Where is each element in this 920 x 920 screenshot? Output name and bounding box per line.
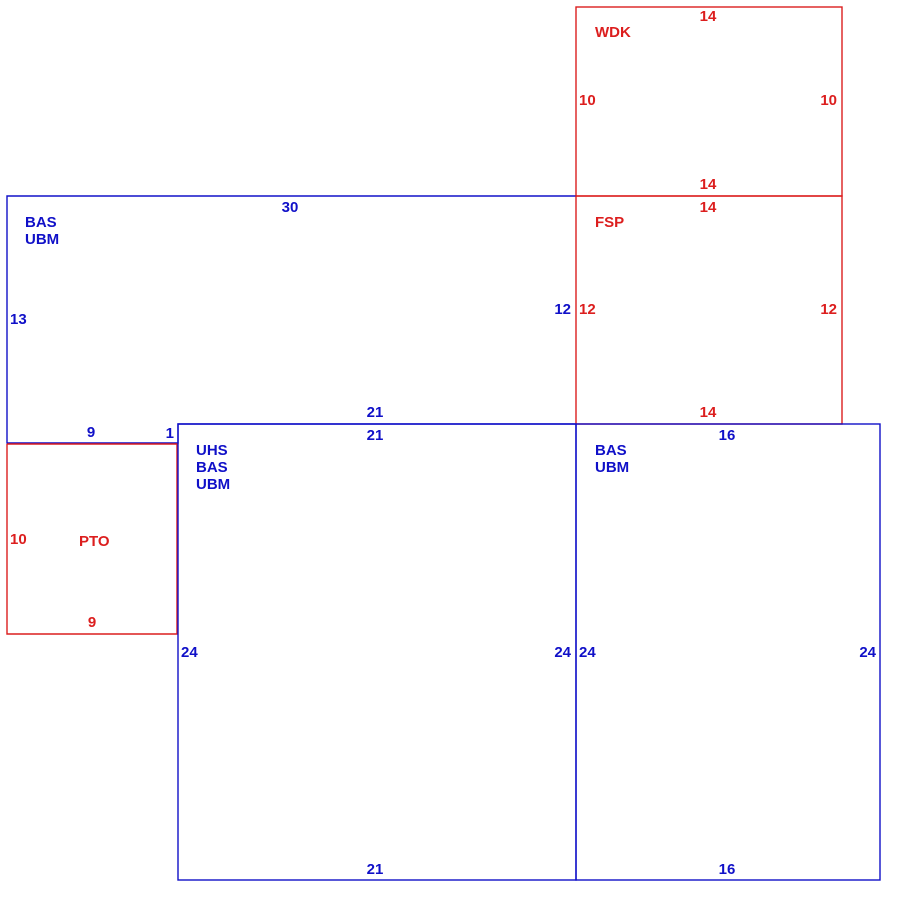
area-bas-lower-right-code-1: BAS (595, 442, 627, 459)
area-uhs-right-dim: 24 (554, 644, 571, 661)
area-fsp-bottom-dim: 14 (700, 404, 717, 421)
area-uhs-outline (177, 423, 577, 881)
area-uhs-code-1: UHS (196, 442, 228, 459)
area-pto: PTO 10 9 (6, 443, 178, 635)
area-fsp-right-dim: 12 (820, 301, 837, 318)
area-fsp-code: FSP (595, 214, 624, 231)
area-fsp: FSP 14 14 12 12 (575, 195, 843, 425)
area-uhs: UHS BAS UBM 21 24 24 21 (177, 423, 577, 881)
area-pto-left-dim: 10 (10, 531, 27, 548)
area-bas-upper-bottom-seg-c: 21 (367, 404, 384, 421)
area-bas-upper-outline (6, 195, 576, 444)
area-wdk-left-dim: 10 (579, 92, 596, 109)
area-bas-upper-top-dim: 30 (282, 199, 299, 216)
area-uhs-code-2: BAS (196, 459, 228, 476)
area-wdk-bottom-dim: 14 (700, 176, 717, 193)
area-uhs-code-3: UBM (196, 476, 230, 493)
area-pto-outline (6, 443, 178, 635)
area-bas-lower-right: BAS UBM 16 24 24 16 (575, 423, 881, 881)
area-bas-lower-right-right-dim: 24 (859, 644, 876, 661)
area-bas-lower-right-code-2: UBM (595, 459, 629, 476)
area-bas-upper-right-dim: 12 (554, 301, 571, 318)
area-wdk: WDK 14 14 10 10 (575, 6, 843, 197)
area-uhs-left-dim: 24 (181, 644, 198, 661)
area-bas-upper: BAS UBM 30 13 12 9 1 21 (6, 195, 576, 444)
area-uhs-bottom-dim: 21 (367, 861, 384, 878)
area-pto-code: PTO (79, 533, 110, 550)
area-fsp-left-dim: 12 (579, 301, 596, 318)
area-wdk-top-dim: 14 (700, 8, 717, 25)
area-bas-upper-left-dim: 13 (10, 311, 27, 328)
area-bas-upper-bottom-seg-a: 9 (87, 424, 95, 441)
area-bas-lower-right-bottom-dim: 16 (719, 861, 736, 878)
area-pto-bottom-dim: 9 (88, 614, 96, 631)
area-bas-upper-code-1: BAS (25, 214, 57, 231)
area-uhs-top-dim: 21 (367, 427, 384, 444)
area-bas-lower-right-outline (575, 423, 881, 881)
area-bas-lower-right-left-dim: 24 (579, 644, 596, 661)
area-wdk-right-dim: 10 (820, 92, 837, 109)
area-fsp-top-dim: 14 (700, 199, 717, 216)
area-bas-lower-right-top-dim: 16 (719, 427, 736, 444)
area-bas-upper-code-2: UBM (25, 231, 59, 248)
area-bas-upper-bottom-seg-b: 1 (166, 425, 174, 442)
area-wdk-code: WDK (595, 24, 631, 41)
